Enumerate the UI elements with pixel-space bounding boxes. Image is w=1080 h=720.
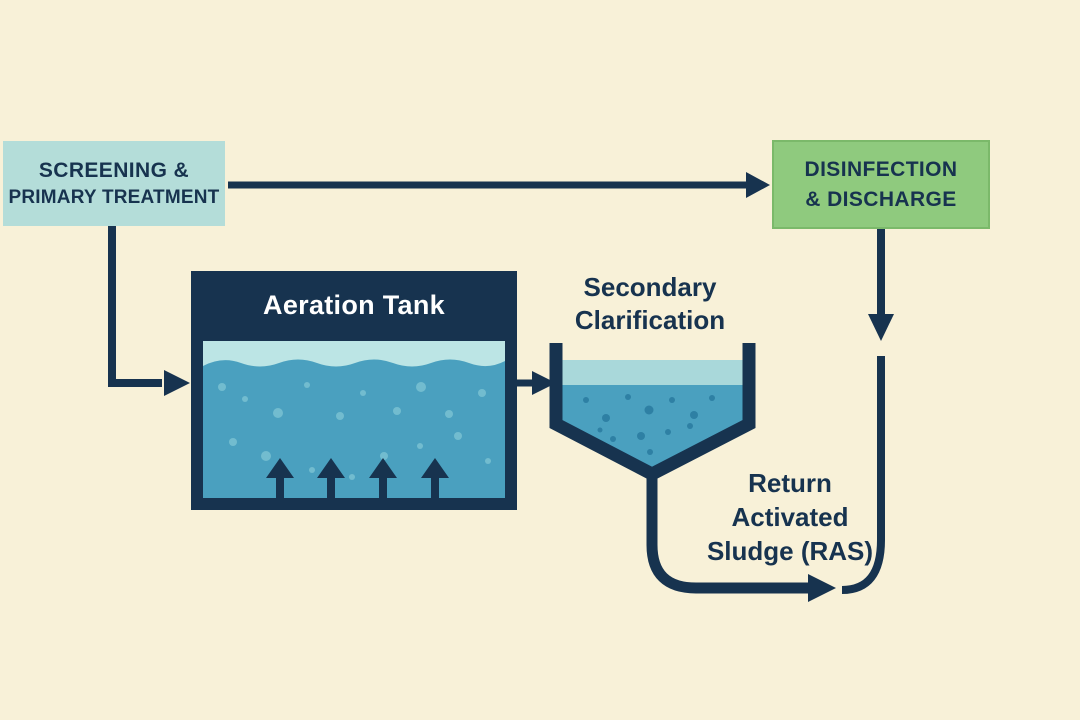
arrowhead-right-icon	[808, 574, 836, 602]
arrowhead-right-icon	[164, 370, 190, 396]
arrowhead-right-icon	[746, 172, 770, 198]
ras-line3: Sludge (RAS)	[706, 536, 874, 566]
aeration-up-arrows-icon	[266, 458, 449, 499]
arrow-screening-to-disinfection	[228, 172, 770, 198]
node-disinfection-discharge: DISINFECTION & DISCHARGE	[772, 140, 990, 229]
arrowhead-down-icon	[868, 314, 894, 341]
ras-line1: Return	[748, 468, 832, 498]
clarifier-water	[559, 385, 746, 470]
arrow-tank-to-clarifier	[517, 371, 556, 395]
disinfection-label-line1: DISINFECTION	[804, 157, 958, 181]
node-screening-primary-treatment: SCREENING & PRIMARY TREATMENT	[3, 141, 225, 226]
aeration-tank-title: Aeration Tank	[263, 289, 445, 320]
ras-label: Return Activated Sludge (RAS)	[656, 466, 924, 568]
secondary-clarification-label: Secondary Clarification	[520, 271, 780, 337]
clarifier-particles	[583, 394, 715, 455]
disinfection-label-line2: & DISCHARGE	[805, 187, 957, 211]
pipe-disinfection-to-ras-junction	[841, 356, 885, 594]
arrow-screening-to-aeration-tank	[108, 225, 190, 396]
screening-label-line2: PRIMARY TREATMENT	[8, 187, 220, 208]
tank-bubbles	[218, 382, 491, 480]
secondary-clarification-line1: Secondary	[583, 272, 717, 302]
secondary-clarification-line2: Clarification	[574, 305, 726, 335]
secondary-clarifier-graphic	[549, 343, 756, 482]
clarifier-surface-strip	[559, 360, 746, 385]
arrowhead-right-icon	[532, 371, 556, 395]
arrow-disinfection-down	[868, 229, 894, 341]
screening-label-line1: SCREENING &	[38, 159, 190, 182]
aeration-tank-graphic	[191, 271, 517, 510]
ras-line2: Activated	[731, 502, 849, 532]
arrow-ras-return	[646, 468, 836, 602]
